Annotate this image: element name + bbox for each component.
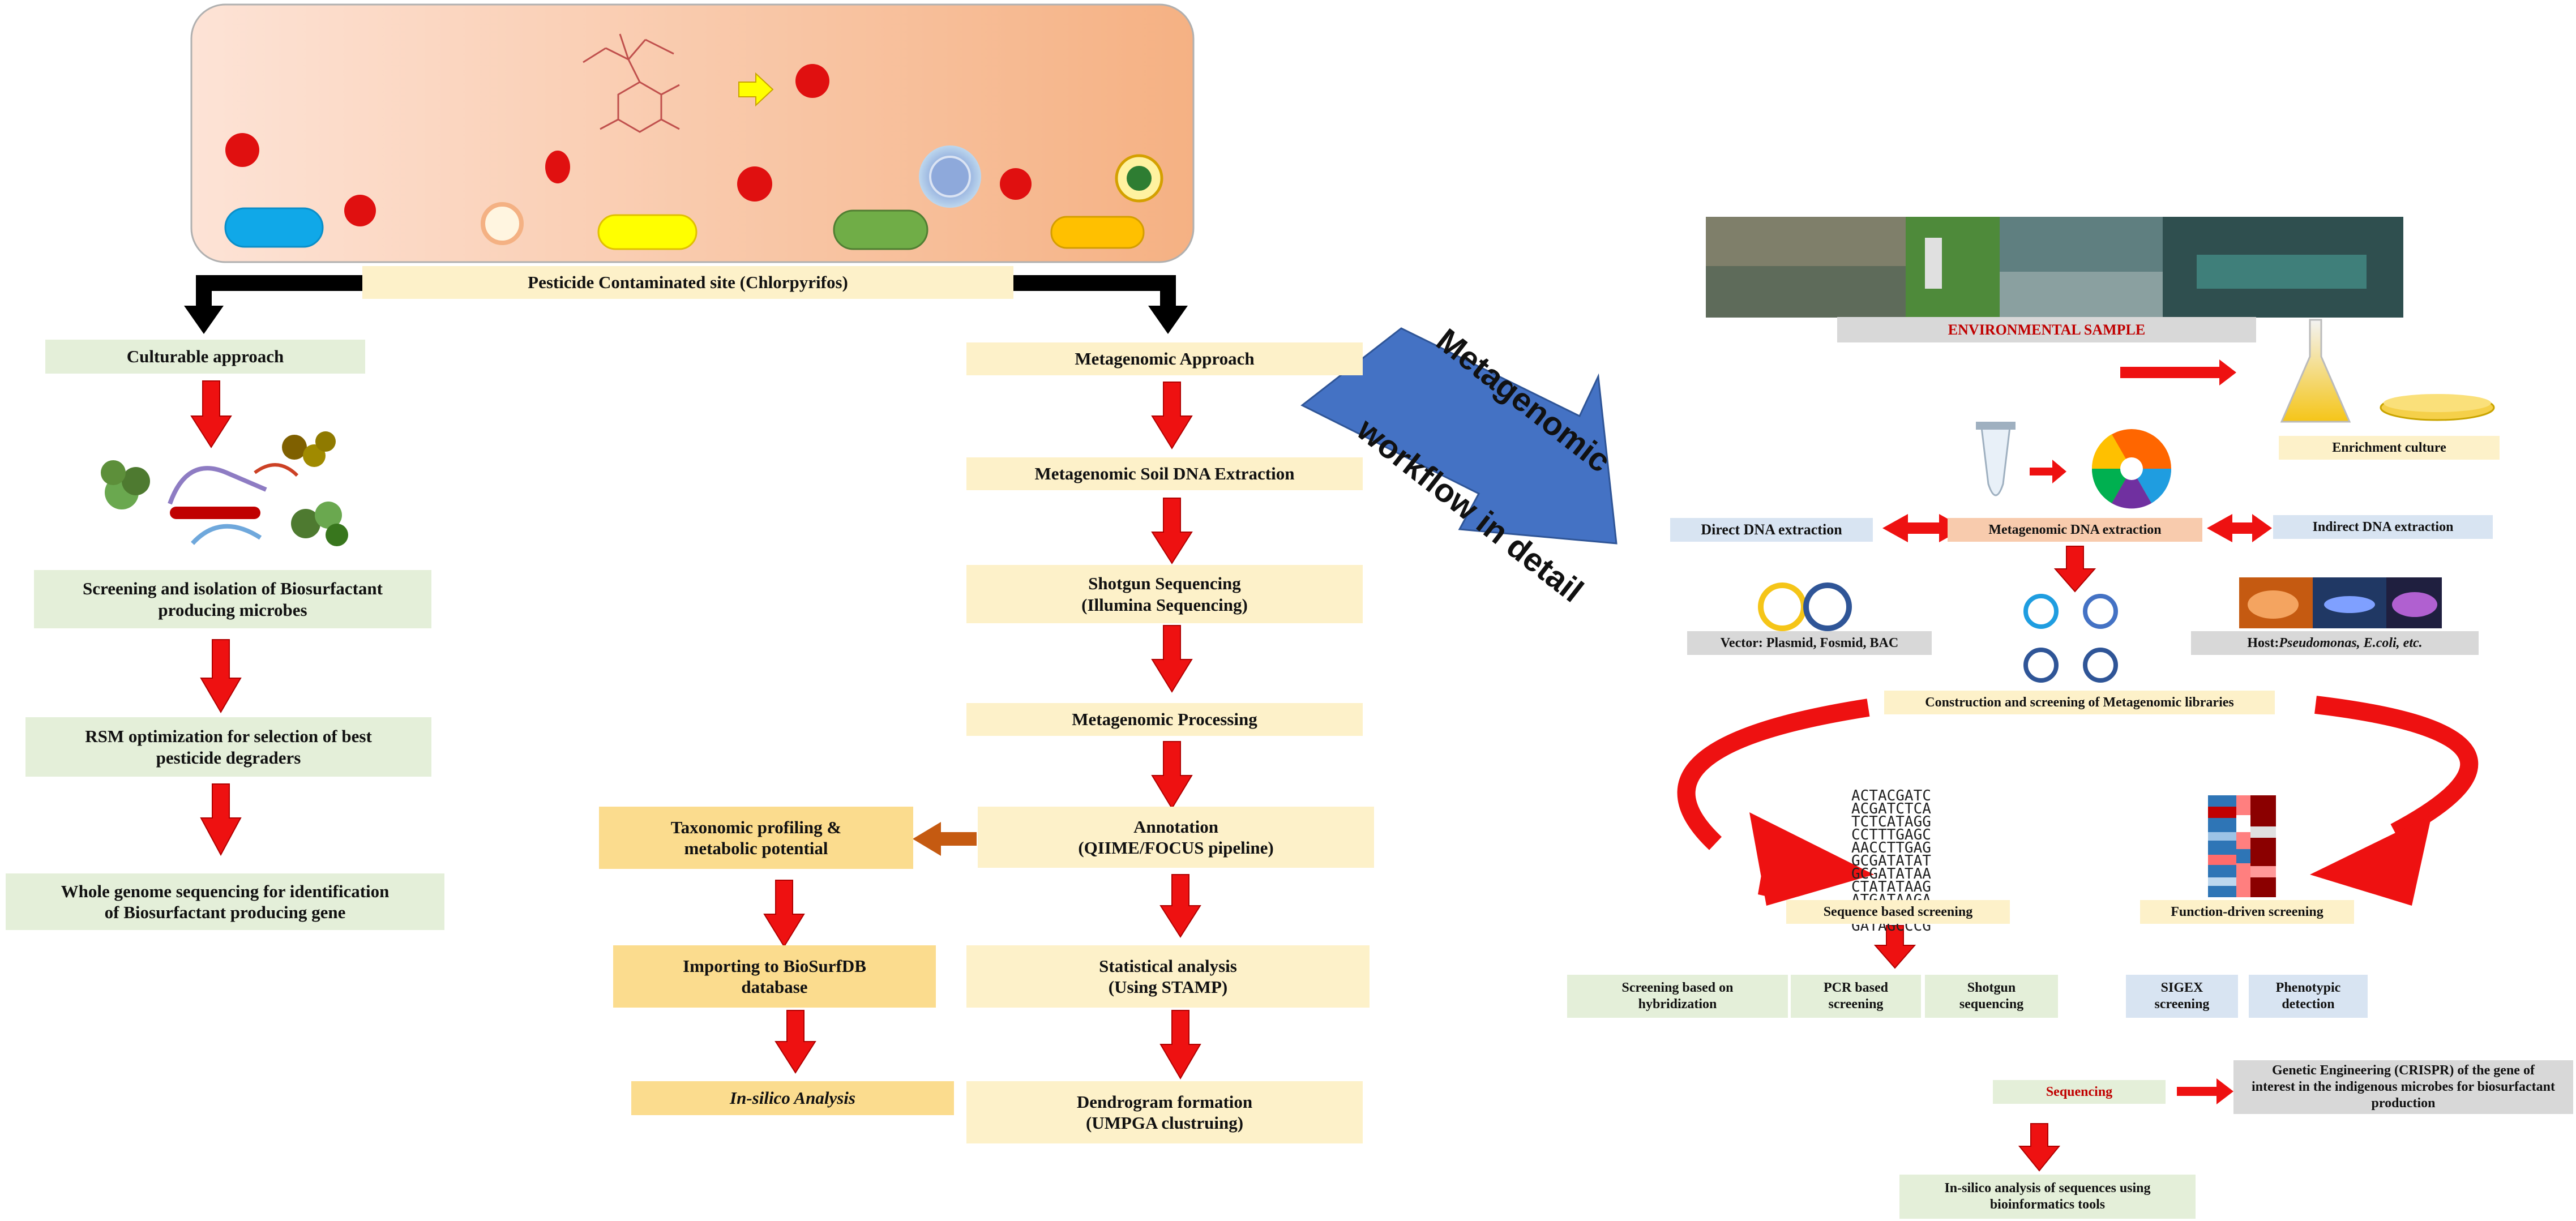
host-label-species: Pseudomonas, E.coli, etc. bbox=[2279, 635, 2423, 650]
dna-sequence-line: ACGATCTCA bbox=[1851, 800, 1931, 817]
sequencing-label: Sequencing bbox=[1993, 1080, 2166, 1104]
shotgun-sequencing-sub-box: Shotgun sequencing bbox=[1925, 975, 2058, 1018]
taxonomic-profiling-box: Taxonomic profiling & metabolic potentia… bbox=[599, 807, 913, 869]
annotation-to-taxonomy-arrow bbox=[913, 822, 977, 856]
whole-genome-sequencing-box: Whole genome sequencing for identificati… bbox=[6, 873, 444, 930]
dna-sequence-line: GCGATATAT bbox=[1851, 852, 1931, 869]
statistical-analysis-box: Statistical analysis (Using STAMP) bbox=[966, 945, 1370, 1008]
branch-arrow-left bbox=[196, 275, 362, 309]
indirect-dna-extraction-label: Indirect DNA extraction bbox=[2273, 515, 2493, 539]
flow-arrows bbox=[190, 380, 2096, 1172]
rsm-optimization-box: RSM optimization for selection of best p… bbox=[25, 717, 431, 777]
metagenomic-libraries-label: Construction and screening of Metagenomi… bbox=[1884, 691, 2275, 714]
metagenomic-processing-box: Metagenomic Processing bbox=[966, 703, 1363, 736]
contaminated-site-label: Pesticide Contaminated site (Chlorpyrifo… bbox=[362, 266, 1013, 299]
biosurfactant-microbes-icon bbox=[101, 431, 348, 546]
sequencing-to-crispr-arrow bbox=[2177, 1078, 2233, 1104]
insilico-sequence-analysis-box: In-silico analysis of sequences using bi… bbox=[1899, 1175, 2196, 1219]
branch-arrow-right bbox=[1013, 275, 1176, 309]
shotgun-sequencing-box: Shotgun Sequencing (Illumina Sequencing) bbox=[966, 565, 1363, 623]
direct-double-arrow bbox=[1882, 514, 1965, 542]
dna-sequence-line: AACCTTGAG bbox=[1851, 839, 1931, 856]
dna-sequence-line: ACTACGATC bbox=[1851, 787, 1931, 804]
sequence-based-screening-label: Sequence based screening bbox=[1786, 900, 2010, 924]
direct-dna-extraction-label: Direct DNA extraction bbox=[1670, 518, 1873, 542]
workflow-big-arrow bbox=[1300, 327, 1618, 545]
soil-dna-extraction-box: Metagenomic Soil DNA Extraction bbox=[966, 457, 1363, 490]
vector-label: Vector: Plasmid, Fosmid, BAC bbox=[1687, 631, 1932, 655]
function-driven-screening-label: Function-driven screening bbox=[2140, 900, 2354, 924]
microbe-cells-icon bbox=[224, 64, 1163, 250]
annotation-box: Annotation (QIIME/FOCUS pipeline) bbox=[978, 807, 1374, 868]
curved-arrow-left bbox=[1677, 699, 1870, 850]
dna-sequence-line: GCGATATAA bbox=[1851, 866, 1931, 882]
library-plasmids-icon bbox=[2023, 594, 2118, 683]
dna-tube-icon bbox=[1976, 422, 2016, 496]
enrichment-culture-label: Enrichment culture bbox=[2279, 436, 2500, 460]
tube-to-dna-arrow bbox=[2030, 460, 2066, 483]
heatmap-icon bbox=[2208, 795, 2276, 897]
metagenomic-dna-extraction-label: Metagenomic DNA extraction bbox=[1948, 518, 2202, 542]
environmental-sample-label: ENVIRONMENTAL SAMPLE bbox=[1837, 317, 2256, 342]
screening-isolation-box: Screening and isolation of Biosurfactant… bbox=[34, 570, 431, 628]
enrichment-arrow bbox=[2120, 359, 2236, 385]
dna-sequence-line: CCTTTGAGC bbox=[1851, 826, 1931, 843]
chlorpyrifos-structure-icon bbox=[583, 33, 680, 133]
dna-sequence-line: TCTCATAGG bbox=[1851, 813, 1931, 830]
enrichment-flask-icon bbox=[2280, 319, 2495, 423]
sigex-screening-box: SIGEX screening bbox=[2126, 975, 2238, 1018]
phenotypic-detection-box: Phenotypic detection bbox=[2249, 975, 2368, 1018]
hybridization-screening-box: Screening based on hybridization bbox=[1567, 975, 1788, 1018]
reaction-arrow-icon bbox=[738, 72, 774, 107]
indirect-double-arrow bbox=[2207, 514, 2272, 542]
metagenome-pie-icon bbox=[2091, 429, 2172, 509]
environmental-sample-photos bbox=[1706, 217, 2403, 318]
culturable-approach-title: Culturable approach bbox=[45, 340, 365, 374]
insilico-analysis-box: In-silico Analysis bbox=[631, 1081, 954, 1115]
host-label-prefix: Host: bbox=[2247, 635, 2279, 650]
crispr-engineering-box: Genetic Engineering (CRISPR) of the gene… bbox=[2233, 1060, 2573, 1114]
host-label: Host: Pseudomonas, E.coli, etc. bbox=[2191, 631, 2479, 655]
biosurfdb-import-box: Importing to BioSurfDB database bbox=[613, 945, 936, 1008]
curved-arrow-right bbox=[2314, 696, 2479, 841]
metagenomic-approach-box: Metagenomic Approach bbox=[966, 342, 1363, 375]
dendrogram-formation-box: Dendrogram formation (UMPGA clustruing) bbox=[966, 1081, 1363, 1143]
host-bacteria-icon bbox=[2239, 577, 2442, 628]
pcr-screening-box: PCR based screening bbox=[1791, 975, 1921, 1018]
vector-plasmid-icon bbox=[1758, 582, 1852, 631]
dna-sequence-line: CTATATAAG bbox=[1851, 879, 1931, 896]
